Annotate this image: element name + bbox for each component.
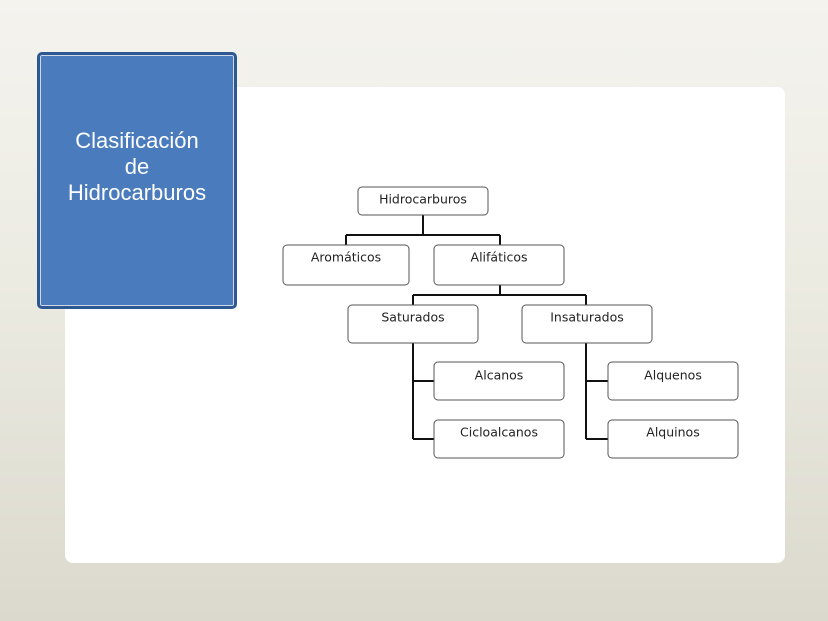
- node-hidrocarburos: Hidrocarburos: [357, 186, 489, 216]
- node-insaturados-label: Insaturados: [550, 310, 624, 325]
- node-alquenos: Alquenos: [607, 361, 739, 401]
- node-alifaticos: Alifáticos: [433, 244, 565, 286]
- slide-title: Clasificación de Hidrocarburos: [67, 127, 207, 205]
- node-aromaticos: Aromáticos: [282, 244, 410, 286]
- node-alcanos-label: Alcanos: [475, 368, 524, 383]
- node-alquenos-label: Alquenos: [644, 368, 702, 383]
- node-saturados-label: Saturados: [381, 310, 444, 325]
- title-box: Clasificación de Hidrocarburos: [37, 52, 237, 309]
- node-cicloalcanos-label: Cicloalcanos: [460, 425, 538, 440]
- node-saturados: Saturados: [347, 304, 479, 344]
- node-hidrocarburos-label: Hidrocarburos: [379, 192, 467, 207]
- node-aromaticos-label: Aromáticos: [311, 250, 381, 265]
- node-cicloalcanos: Cicloalcanos: [433, 419, 565, 459]
- node-alifaticos-label: Alifáticos: [471, 250, 528, 265]
- node-insaturados: Insaturados: [521, 304, 653, 344]
- connectors: [345, 215, 608, 440]
- node-alquinos: Alquinos: [607, 419, 739, 459]
- node-alcanos: Alcanos: [433, 361, 565, 401]
- node-alquinos-label: Alquinos: [646, 425, 699, 440]
